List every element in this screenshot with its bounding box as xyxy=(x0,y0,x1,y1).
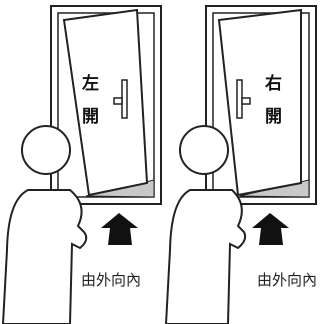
left-up-arrow-icon xyxy=(101,213,138,245)
right-door-char-1: 右 xyxy=(265,74,282,94)
left-door-group xyxy=(1,5,162,324)
right-open-door-icon xyxy=(217,8,302,197)
left-caption: 由外向內 xyxy=(81,271,142,289)
left-open-door-icon xyxy=(62,8,149,197)
right-caption: 由外向內 xyxy=(257,271,318,289)
right-door-char-2: 開 xyxy=(265,107,282,127)
right-person-icon xyxy=(164,125,247,324)
right-door-group xyxy=(164,5,317,324)
left-door-handle-icon xyxy=(113,79,128,119)
left-person-icon xyxy=(1,125,88,324)
left-door-char-1: 左 xyxy=(82,74,99,94)
right-door-handle-icon xyxy=(236,79,251,119)
left-door-char-2: 開 xyxy=(82,107,99,127)
right-up-arrow-icon xyxy=(252,213,289,245)
